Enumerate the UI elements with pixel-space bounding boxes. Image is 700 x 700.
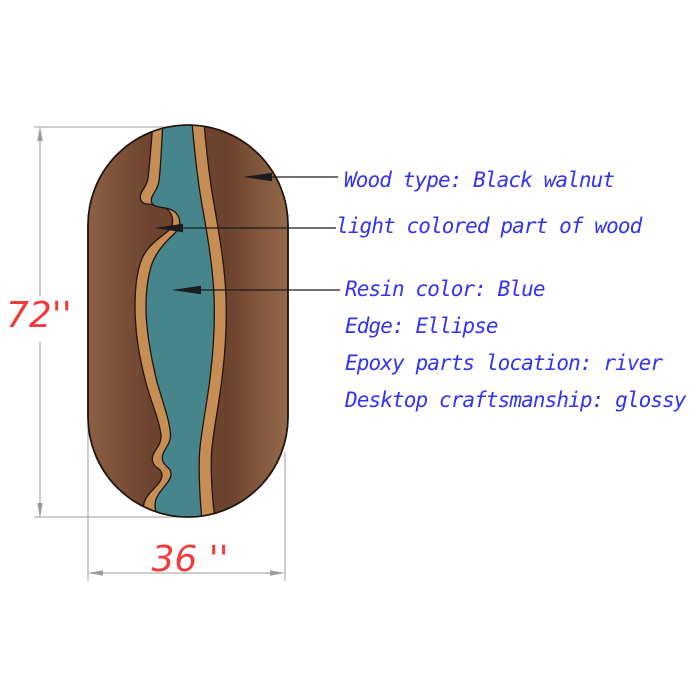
height-dimension-arrow-down [37, 503, 43, 518]
height-dimension [34, 126, 198, 518]
resin-river [145, 125, 215, 517]
leader-wood-type-arrow [243, 172, 272, 182]
leader-light-wood-arrow [154, 223, 183, 233]
callout-epoxy-location: Epoxy parts location: river [345, 351, 663, 375]
callout-craftsmanship: Desktop craftsmanship: glossy [345, 388, 686, 412]
callout-leaders [154, 172, 340, 295]
width-dimension-arrow-right [270, 570, 285, 576]
height-dimension-label: 72'' [6, 295, 72, 336]
callout-wood-type: Wood type: Black walnut [344, 168, 615, 192]
height-dimension-arrow-up [37, 126, 43, 141]
leader-resin-arrow [172, 285, 201, 295]
tabletop-outline [87, 124, 289, 518]
callout-light-wood: light colored part of wood [336, 214, 642, 238]
width-dimension-arrow-left [88, 570, 103, 576]
width-dimension-label: 36 '' [151, 539, 229, 580]
callout-resin-color: Resin color: Blue [345, 277, 546, 301]
callout-edge: Edge: Ellipse [345, 314, 499, 338]
